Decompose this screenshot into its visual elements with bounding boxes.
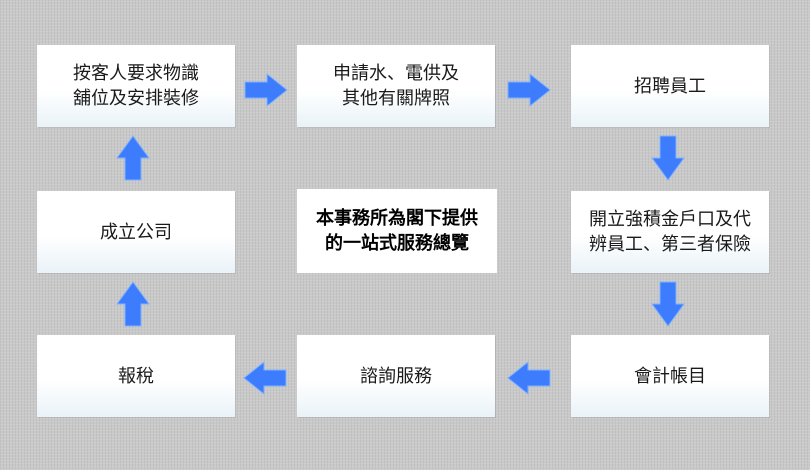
step-text: 成立公司 xyxy=(100,221,172,243)
arrow-down-icon xyxy=(651,281,685,327)
arrow-down-icon xyxy=(651,135,685,181)
step-box-accounting: 會計帳目 xyxy=(571,335,769,417)
step-text: 諮詢服務 xyxy=(360,365,432,387)
arrow-right-icon xyxy=(507,72,551,108)
step-text-line2: 辨員工、第三者保險 xyxy=(589,234,751,255)
step-text-line1: 申請水、電供及 xyxy=(333,63,459,84)
step-box-utility-licenses: 申請水、電供及 其他有關牌照 xyxy=(297,45,495,127)
arrow-right-icon xyxy=(244,72,288,108)
arrow-up-icon xyxy=(116,135,150,181)
step-box-set-up-company: 成立公司 xyxy=(37,191,235,273)
step-text-line1: 開立強積金戶口及代 xyxy=(589,209,751,230)
step-text-line2: 舖位及安排裝修 xyxy=(73,88,199,109)
arrow-left-icon xyxy=(507,360,551,396)
service-overview-title: 本事務所為閣下提供 的一站式服務總覽 xyxy=(297,189,497,273)
step-box-recruit-staff: 招聘員工 xyxy=(571,45,769,127)
overview-line1: 本事務所為閣下提供 xyxy=(316,208,478,229)
step-text: 報稅 xyxy=(118,365,154,387)
step-text: 招聘員工 xyxy=(634,75,706,97)
step-box-mpf-insurance: 開立強積金戶口及代 辨員工、第三者保險 xyxy=(571,191,769,273)
step-box-shop-renovation: 按客人要求物識 舖位及安排裝修 xyxy=(37,45,235,127)
step-text-line2: 其他有關牌照 xyxy=(342,88,450,109)
step-box-tax-filing: 報稅 xyxy=(37,335,235,417)
overview-line2: 的一站式服務總覽 xyxy=(325,233,469,254)
step-text: 會計帳目 xyxy=(634,365,706,387)
step-box-consulting: 諮詢服務 xyxy=(297,335,495,417)
arrow-up-icon xyxy=(116,281,150,327)
arrow-left-icon xyxy=(243,360,287,396)
step-text-line1: 按客人要求物識 xyxy=(73,63,199,84)
